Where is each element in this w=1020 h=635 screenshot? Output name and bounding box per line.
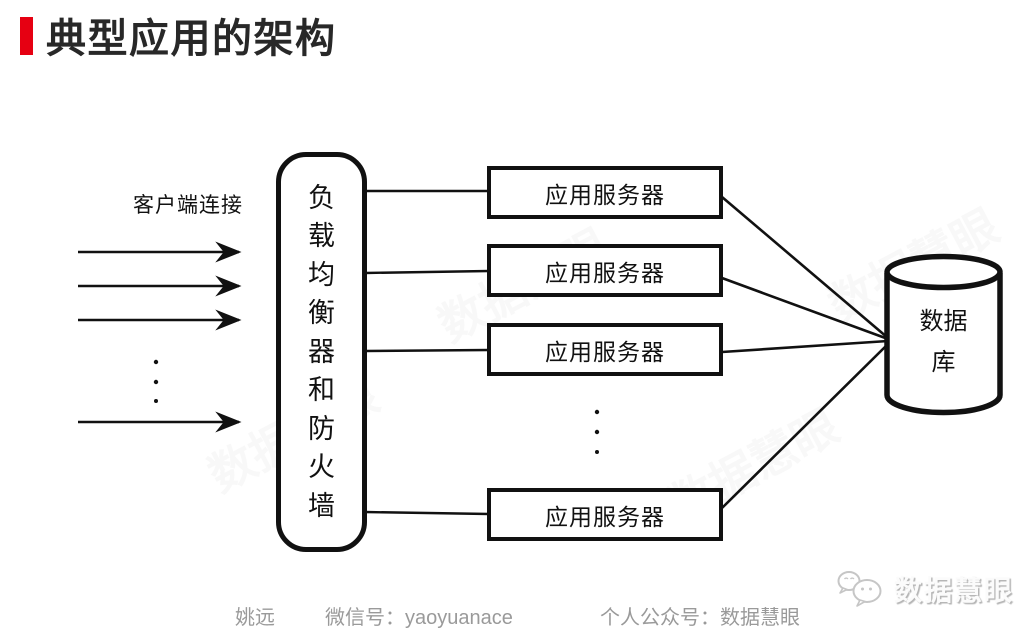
wechat-bubbles-icon bbox=[837, 571, 882, 607]
footer-wechat-id: 微信号：yaoyuanace bbox=[325, 607, 513, 629]
load-balancer-label: 负载均衡器和防火墙 bbox=[308, 182, 335, 521]
connector-line bbox=[364, 269, 490, 275]
brand-logo: 数据慧眼 bbox=[836, 569, 1014, 609]
load-balancer-node: 负载均衡器和防火墙 bbox=[276, 152, 367, 552]
ellipsis-dot bbox=[153, 359, 159, 365]
connector-line bbox=[364, 510, 490, 516]
ellipsis-dot bbox=[594, 429, 600, 435]
client-connections-label: 客户端连接 bbox=[133, 193, 243, 217]
app-server-label: 应用服务器 bbox=[545, 504, 665, 530]
connector-line bbox=[721, 276, 889, 341]
ellipsis-dot bbox=[154, 399, 158, 403]
title-accent-bar bbox=[20, 17, 33, 55]
connector-line bbox=[721, 343, 889, 509]
header: 典型应用的架构 bbox=[0, 0, 1020, 70]
app-server-label: 应用服务器 bbox=[545, 339, 665, 365]
app-server-node-4: 应用服务器 bbox=[487, 488, 723, 541]
connector-line bbox=[721, 339, 889, 354]
connector-line bbox=[364, 348, 490, 353]
ellipsis-dot bbox=[594, 409, 600, 415]
app-server-node-1: 应用服务器 bbox=[487, 166, 723, 219]
app-server-label: 应用服务器 bbox=[545, 260, 665, 286]
brand-logo-text: 数据慧眼 bbox=[894, 575, 1015, 606]
footer-author: 姚远 bbox=[235, 607, 275, 629]
app-server-node-2: 应用服务器 bbox=[487, 244, 723, 297]
database-label: 数据 库 bbox=[919, 309, 968, 376]
app-server-label: 应用服务器 bbox=[545, 182, 665, 208]
ellipsis-dot bbox=[595, 450, 599, 454]
footer-official-account: 个人公众号：数据慧眼 bbox=[600, 607, 800, 629]
database-cylinder bbox=[884, 253, 1003, 416]
connector-line bbox=[721, 196, 889, 339]
page-title: 典型应用的架构 bbox=[46, 17, 337, 61]
app-server-node-3: 应用服务器 bbox=[487, 323, 723, 376]
ellipsis-dot bbox=[153, 379, 159, 385]
